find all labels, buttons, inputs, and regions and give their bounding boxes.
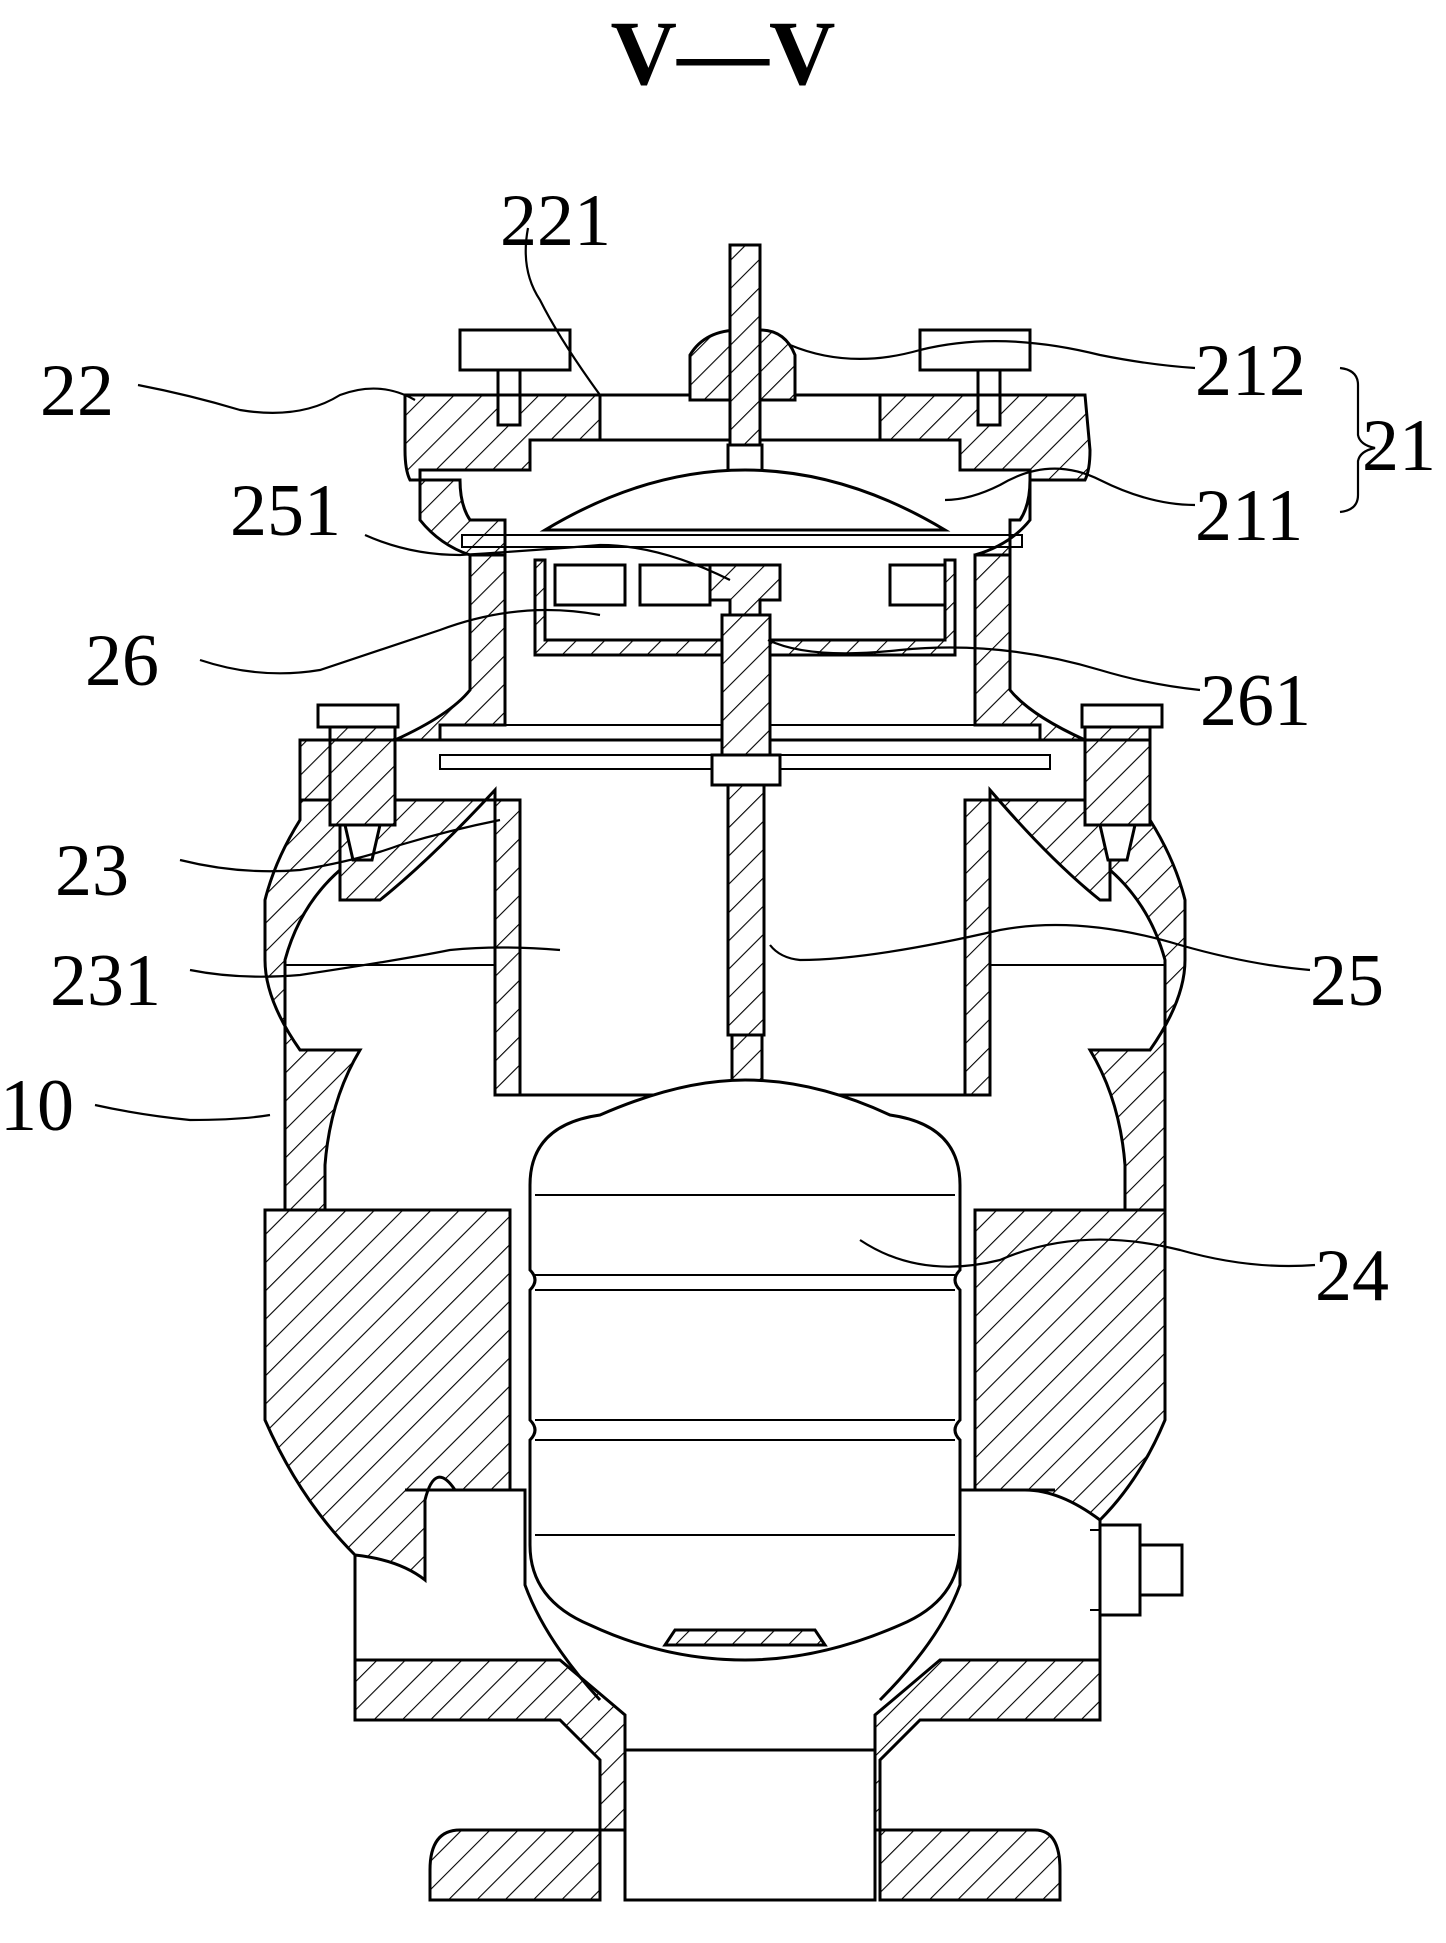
cup-center-nut (708, 563, 782, 617)
drain-plug-body (1098, 1523, 1142, 1617)
valve-body (263, 738, 1187, 1902)
label-26: 26 (85, 620, 159, 702)
float-cup-shell (533, 558, 957, 657)
body-left-upper-wall (263, 738, 363, 1212)
leader-24 (859, 1238, 1316, 1268)
cover-left (403, 393, 602, 557)
right-cavity-edge (878, 1488, 1055, 1702)
label-261: 261 (1200, 660, 1311, 742)
leader-25 (769, 923, 1311, 972)
leader-221 (524, 227, 601, 396)
label-221: 221 (500, 180, 611, 262)
leader-261 (767, 639, 1201, 692)
top-stem (688, 243, 797, 475)
leader-lines (94, 227, 1376, 1268)
outlet-bore (623, 1748, 877, 1902)
cup-block-3 (888, 563, 947, 607)
body-right-lower-section (873, 1208, 1167, 1902)
label-24: 24 (1315, 1235, 1389, 1317)
top-rod (728, 243, 762, 447)
label-21: 21 (1362, 405, 1436, 487)
cover-right-screw-head (918, 328, 1032, 372)
callout-labels: 221 22 212 21 211 251 26 261 23 231 25 1… (0, 180, 1436, 1317)
rod-coupling (710, 753, 782, 787)
left-cavity-edge (405, 1488, 602, 1702)
leader-211 (944, 467, 1196, 507)
ball-bottom-pad (662, 1628, 828, 1647)
float-cup (533, 558, 957, 657)
leader-212 (789, 340, 1196, 370)
ball-float-shell (528, 1078, 962, 1662)
upper-dome-shell (539, 468, 951, 532)
ball-float (528, 1078, 962, 1662)
cover-right-screw (976, 368, 1002, 427)
left-bolt-tip (343, 823, 382, 862)
seal-plate (461, 534, 1023, 548)
drain-thread (1090, 1529, 1100, 1611)
label-23: 23 (55, 830, 129, 912)
cover-left-screw-head (458, 328, 572, 372)
neck-left-wall (394, 553, 507, 742)
leader-251 (364, 533, 731, 581)
leader-231 (189, 946, 561, 978)
rod-lower (726, 783, 766, 1037)
body-left-lower-section (263, 1208, 627, 1902)
central-rod (710, 613, 782, 1097)
cup-block-2 (638, 563, 712, 607)
label-251: 251 (230, 470, 341, 552)
leader-26 (199, 608, 601, 675)
cover-right (878, 393, 1092, 557)
drain-plug-head (1138, 1543, 1184, 1597)
right-bolt-tip (1098, 823, 1137, 862)
label-211: 211 (1195, 475, 1303, 557)
cover-left-screw (496, 368, 522, 427)
label-231: 231 (50, 940, 161, 1022)
upper-dome (461, 468, 1023, 548)
label-22: 22 (40, 350, 114, 432)
label-25: 25 (1310, 940, 1384, 1022)
neck-right-wall (973, 553, 1086, 742)
leader-23 (179, 818, 501, 873)
rod-upper (720, 613, 772, 757)
bracket-21 (1339, 366, 1376, 514)
upper-housing (394, 553, 1086, 742)
leader-10 (94, 1103, 271, 1122)
label-212: 212 (1195, 330, 1306, 412)
cup-block-1 (553, 563, 627, 607)
leader-22 (137, 383, 416, 414)
guide-sleeve-right-wall (963, 798, 992, 1097)
label-10: 10 (0, 1065, 74, 1147)
right-bolt-head (1080, 703, 1164, 729)
section-title: V—V (611, 2, 836, 104)
left-bolt-head (316, 703, 400, 729)
